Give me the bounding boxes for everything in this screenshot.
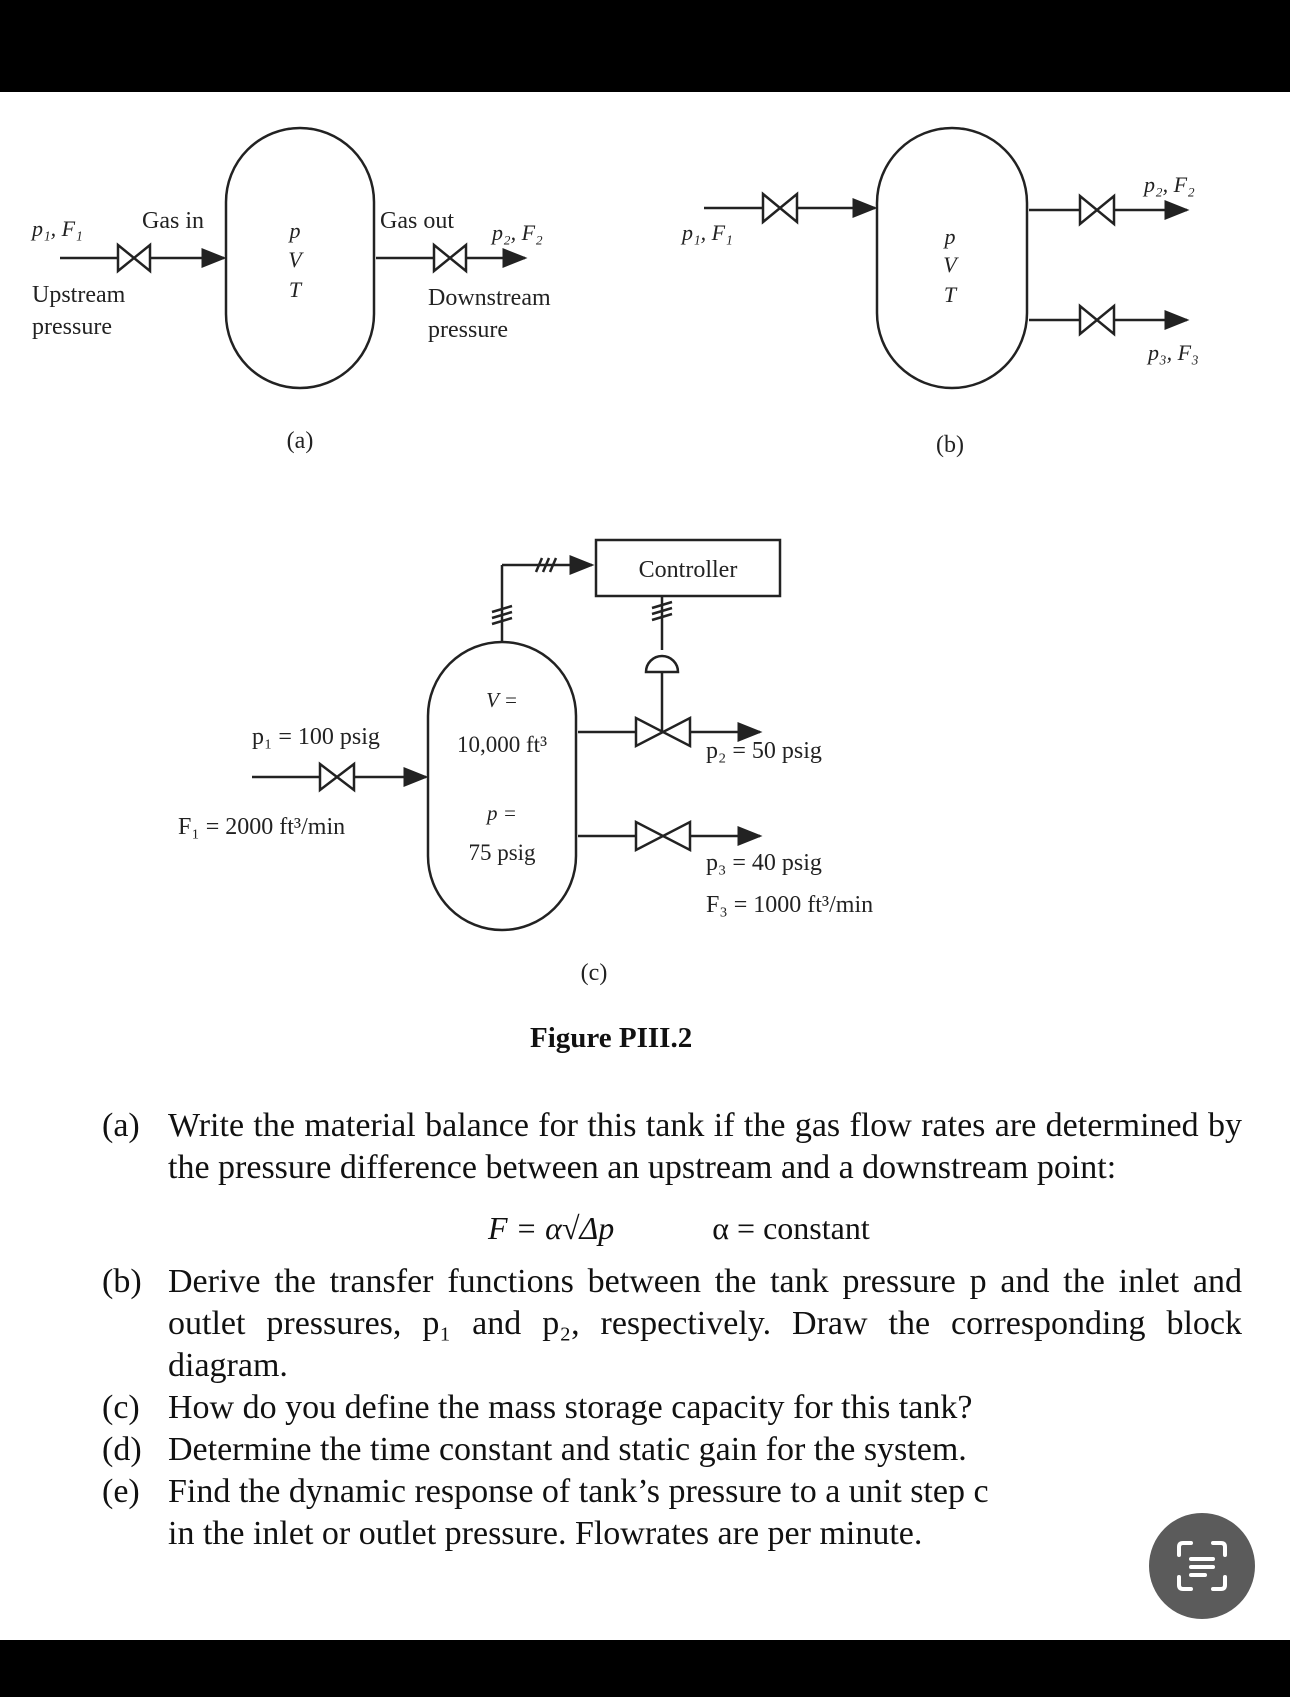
text-recognition-icon: [1177, 1541, 1227, 1591]
figure-piii-2: p₁, F₁ Gas in Upstream pressure p V T Ga…: [30, 126, 1199, 986]
figure-title: Figure PIII.2: [530, 1022, 693, 1054]
question-a-label: (a): [102, 1107, 140, 1144]
c-controller-label: Controller: [639, 557, 738, 583]
a-tank-p: p: [288, 218, 301, 243]
controller-box: [594, 538, 782, 598]
a-gas-in: Gas in: [142, 208, 204, 234]
valve-b-out2: [1078, 193, 1116, 227]
question-a: (a) Write the material balance for this …: [102, 1105, 1242, 1189]
b-caption: (b): [936, 432, 964, 458]
b-inlet-label: p₁, F₁: [680, 220, 733, 245]
question-b-label: (b): [102, 1263, 142, 1300]
a-caption: (a): [287, 428, 314, 454]
c-p1: p₁ = 100 psig: [252, 724, 380, 750]
question-list: (a) Write the material balance for this …: [102, 1105, 1242, 1555]
bottom-black-bar: [0, 1640, 1290, 1697]
b-outlet3-label: p₃, F₃: [1146, 340, 1199, 365]
valve-c-out3: [634, 819, 692, 853]
c-p2: p₂ = 50 psig: [706, 738, 822, 764]
question-c-label: (c): [102, 1389, 140, 1426]
c-f3: F₃ = 1000 ft³/min: [706, 892, 873, 918]
b-tank-t: T: [944, 282, 958, 307]
question-e-cont-text: in the inlet or outlet pressure. Flowrat…: [168, 1515, 923, 1552]
question-e-text: Find the dynamic response of tank’s pres…: [168, 1473, 989, 1510]
a-inlet-label: p₁, F₁: [30, 216, 83, 241]
a-tank-v: V: [288, 247, 304, 272]
tank-b: [875, 126, 1029, 390]
question-d-text: Determine the time constant and static g…: [168, 1431, 967, 1468]
question-a-text: Write the material balance for this tank…: [168, 1107, 1242, 1186]
valve-actuator: [644, 654, 680, 674]
c-caption: (c): [581, 960, 608, 986]
valve-a-out: [432, 242, 468, 274]
diagram-a: [60, 126, 528, 390]
formula-main: F = α√Δp: [488, 1210, 615, 1246]
question-e-label: (e): [102, 1473, 140, 1510]
question-e-continued: in the inlet or outlet pressure. Flowrat…: [102, 1513, 1242, 1555]
b-tank-p: p: [943, 224, 956, 249]
valve-a-in: [116, 242, 152, 274]
question-b-text: Derive the transfer functions between th…: [168, 1263, 1242, 1384]
valve-c-in: [318, 761, 356, 793]
c-tank-p1: p =: [485, 801, 517, 825]
a-gas-out: Gas out: [380, 208, 454, 234]
formula: F = α√Δp α = constant: [488, 1207, 1242, 1249]
question-c-text: How do you define the mass storage capac…: [168, 1389, 973, 1426]
a-downstream-2: pressure: [428, 317, 508, 343]
c-tank-p2: 75 psig: [468, 840, 536, 865]
valve-c-out2: [634, 715, 692, 749]
c-tank-v1: V =: [486, 688, 518, 712]
a-tank-t: T: [289, 277, 303, 302]
question-e: (e) Find the dynamic response of tank’s …: [102, 1471, 1242, 1513]
a-outlet-label: p₂, F₂: [490, 220, 543, 245]
a-upstream-2: pressure: [32, 314, 112, 340]
c-tank-v2: 10,000 ft³: [457, 732, 547, 757]
question-c: (c) How do you define the mass storage c…: [102, 1387, 1242, 1429]
valve-b-out3: [1078, 303, 1116, 337]
question-b: (b) Derive the transfer functions betwee…: [102, 1261, 1242, 1387]
question-e-cont-label: [102, 1513, 168, 1555]
top-black-bar: [0, 0, 1290, 92]
valve-b-in: [761, 191, 799, 225]
question-d: (d) Determine the time constant and stat…: [102, 1429, 1242, 1471]
diagram-b: [704, 126, 1190, 390]
formula-note: α = constant: [712, 1210, 870, 1246]
b-outlet2-label: p₂, F₂: [1142, 172, 1195, 197]
diagram-c: [252, 538, 782, 932]
a-upstream-1: Upstream: [32, 282, 126, 308]
question-d-label: (d): [102, 1431, 142, 1468]
tank-c: [426, 640, 578, 932]
c-p3: p₃ = 40 psig: [706, 850, 822, 876]
c-f1: F₁ = 2000 ft³/min: [178, 814, 345, 840]
b-tank-v: V: [943, 252, 959, 277]
a-downstream-1: Downstream: [428, 285, 551, 311]
text-recognition-button[interactable]: [1149, 1513, 1255, 1619]
